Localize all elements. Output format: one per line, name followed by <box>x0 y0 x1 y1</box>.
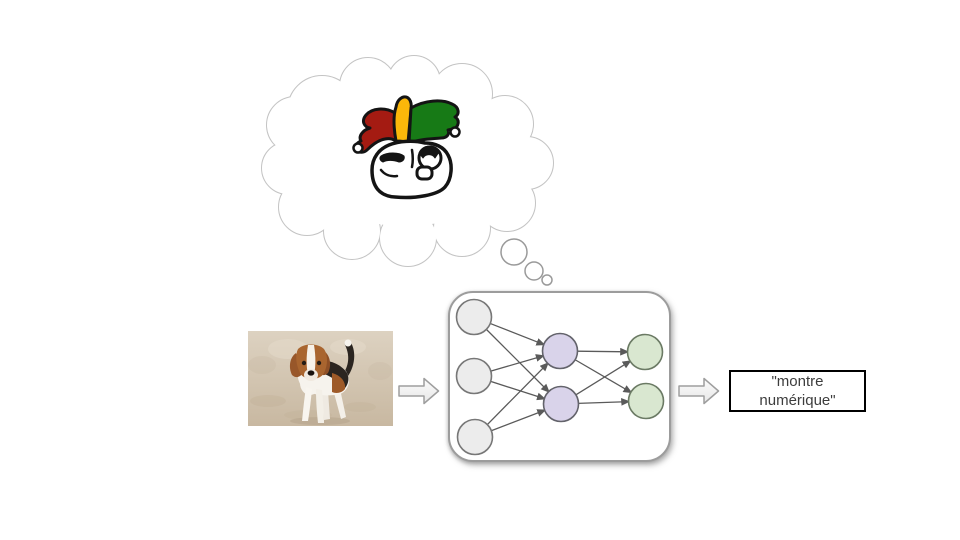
joker-left-eye <box>379 152 405 163</box>
output-node-2 <box>627 382 665 420</box>
input-node-2 <box>455 357 493 395</box>
beagle <box>289 339 355 425</box>
prediction-label-box: "montre numérique" <box>729 370 866 412</box>
neural-network-box <box>448 291 671 462</box>
thought-tail-bubbles <box>500 238 553 286</box>
joker-cheek-line <box>379 168 399 178</box>
arrow-right-icon <box>398 377 440 405</box>
jester-pom-right <box>449 126 461 138</box>
joker-right-eyelid <box>418 145 440 159</box>
hidden-node-2 <box>542 385 580 423</box>
arrow-right-icon <box>678 377 720 405</box>
dog-photo <box>248 331 393 426</box>
joker-nose <box>415 165 434 181</box>
input-node-1 <box>455 298 493 336</box>
prediction-line-2: numérique" <box>759 392 836 409</box>
jester-pom-left <box>352 142 364 154</box>
dog-tail <box>341 340 355 381</box>
hidden-node-1 <box>541 332 579 370</box>
neural-network-graph <box>455 298 665 456</box>
network-edges <box>485 322 633 432</box>
prediction-line-1: "montre <box>771 373 824 390</box>
output-node-1 <box>626 333 664 371</box>
jester-hat-green-prong <box>407 99 460 145</box>
joker-nose-line <box>410 148 414 169</box>
input-node-3 <box>456 418 494 456</box>
thought-bubble <box>261 55 554 286</box>
joker-illustration <box>352 95 461 200</box>
